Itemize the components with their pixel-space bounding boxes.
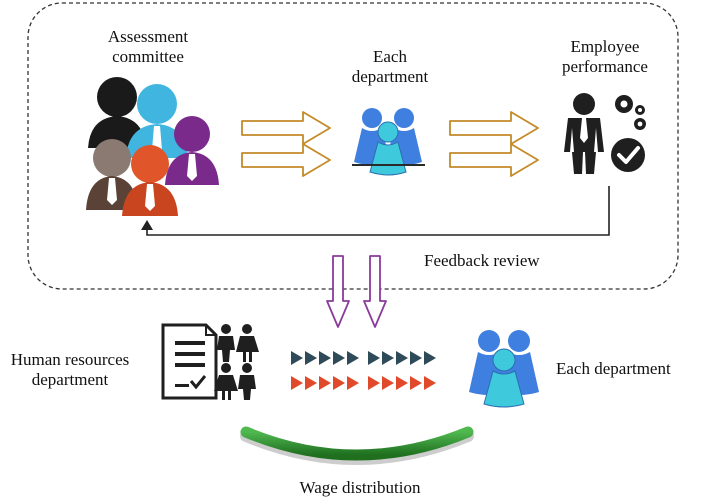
assessment-boundary [27, 2, 679, 290]
assessment-label-line1: Assessment [107, 27, 189, 46]
each-department-top-label: Each department [330, 47, 450, 87]
assessment-label-line2: committee [112, 47, 184, 66]
dark-chevron-2 [305, 351, 317, 365]
check-badge-icon [611, 138, 645, 172]
outline-arrow-2 [241, 143, 331, 177]
down-arrow-2 [363, 255, 387, 328]
employee-performance-label: Employee performance [545, 37, 665, 77]
each-department-bottom-label: Each department [556, 359, 671, 378]
dark-chevron-6 [368, 351, 380, 365]
wage-distribution-arc [240, 426, 474, 465]
red-chevron-4 [333, 376, 345, 390]
businessman-icon [564, 93, 604, 174]
arrows-committee-to-department [241, 111, 331, 177]
dark-chevron-row [291, 351, 436, 365]
outline-arrow-4 [449, 143, 539, 177]
red-chevron-1 [291, 376, 303, 390]
red-chevron-5 [347, 376, 359, 390]
dark-chevron-10 [424, 351, 436, 365]
each-dept-label-line1: Each [373, 47, 407, 66]
down-arrow-1 [326, 255, 350, 328]
department-pawns-icon-top [352, 108, 425, 176]
each-dept-label-line2: department [351, 67, 429, 86]
arrows-down-to-wage [326, 255, 387, 328]
feedback-review-label: Feedback review [424, 251, 540, 270]
arrows-department-to-employee [449, 111, 539, 177]
dark-chevron-1 [291, 351, 303, 365]
hr-label-line2: department [31, 370, 109, 389]
department-pawns-icon-bottom [469, 330, 539, 408]
employee-label-line2: performance [562, 57, 648, 76]
red-chevron-9 [410, 376, 422, 390]
outline-arrow-3 [449, 111, 539, 145]
employee-label-line1: Employee [570, 37, 640, 56]
assessment-committee-label: Assessment committee [88, 27, 208, 67]
red-chevron-7 [382, 376, 394, 390]
outline-arrow-1 [241, 111, 331, 145]
red-chevron-3 [319, 376, 331, 390]
hr-label-line1: Human resources [10, 350, 130, 369]
red-chevron-8 [396, 376, 408, 390]
dark-chevron-8 [396, 351, 408, 365]
red-chevron-6 [368, 376, 380, 390]
gear-icon [615, 95, 646, 130]
red-chevron-10 [424, 376, 436, 390]
dark-chevron-9 [410, 351, 422, 365]
feedback-loop-arrow [141, 186, 610, 236]
dark-chevron-4 [333, 351, 345, 365]
hr-department-label: Human resources department [0, 350, 140, 390]
dark-chevron-5 [347, 351, 359, 365]
committee-group-icon [86, 77, 219, 216]
wage-distribution-label: Wage distribution [299, 478, 421, 497]
document-icon [161, 323, 218, 400]
red-chevron-2 [305, 376, 317, 390]
dark-chevron-7 [382, 351, 394, 365]
people-icons [214, 324, 259, 400]
red-chevron-row [291, 376, 436, 390]
dark-chevron-3 [319, 351, 331, 365]
